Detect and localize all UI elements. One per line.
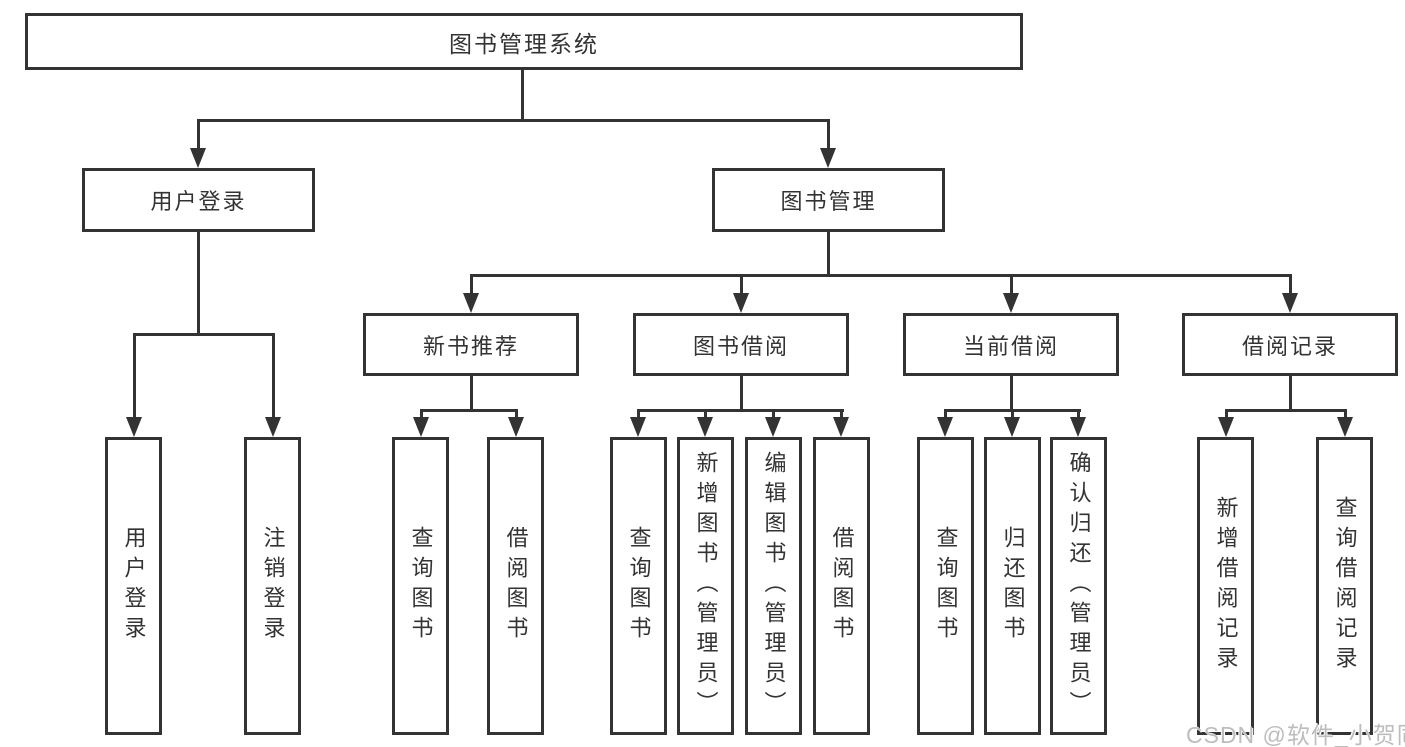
leaf-label: 查询图书 (626, 526, 652, 646)
leaf-return-books: 归还图书 (984, 437, 1041, 735)
connector-stem (772, 409, 775, 421)
node-label: 图书管理 (780, 189, 877, 214)
leaf-label: 借阅图书 (829, 526, 855, 646)
leaf-label: 查询图书 (408, 526, 434, 646)
leaf-label: 查询借阅记录 (1332, 496, 1358, 676)
connector-stem (470, 274, 473, 296)
leaf-add-book-admin: 新增图书（管理员） (677, 437, 734, 735)
leaf-logout-login: 注销登录 (244, 437, 301, 735)
arrowhead-icon (126, 417, 142, 437)
connector-stem (637, 409, 640, 421)
leaf-user-login: 用户登录 (105, 437, 162, 735)
arrowhead-icon (1282, 293, 1298, 313)
leaf-query-books-borrow: 查询图书 (610, 437, 667, 735)
connector-book-mgmt-bar (470, 274, 1292, 277)
leaf-label: 编辑图书（管理员） (761, 451, 787, 721)
connector-stem (1289, 274, 1292, 296)
leaf-label: 注销登录 (260, 526, 286, 646)
node-book-borrow: 图书借阅 (633, 313, 849, 376)
leaf-confirm-return-admin: 确认归还（管理员） (1050, 437, 1107, 735)
arrowhead-icon (190, 148, 206, 168)
connector-stem (515, 409, 518, 421)
node-root: 图书管理系统 (25, 13, 1023, 70)
csdn-watermark: CSDN @软件_小贺同学 (1186, 722, 1405, 747)
connector-root-bar (197, 119, 830, 122)
connector-current-stem (1010, 376, 1013, 412)
node-label: 新书推荐 (422, 333, 519, 359)
arrowhead-icon (820, 148, 836, 168)
connector-book-mgmt-stem (827, 232, 830, 277)
connector-user-login-bar (133, 333, 275, 336)
arrowhead-icon (1003, 293, 1019, 313)
connector-stem (840, 409, 843, 421)
leaf-label: 借阅图书 (503, 526, 529, 646)
connector-root-stem (521, 70, 524, 121)
node-book-management: 图书管理 (712, 168, 945, 232)
arrowhead-icon (833, 417, 849, 437)
leaf-query-borrow-record: 查询借阅记录 (1316, 437, 1373, 735)
arrowhead-icon (765, 417, 781, 437)
connector-stem (1011, 409, 1014, 421)
connector-stem (133, 333, 136, 419)
connector-stem (827, 119, 830, 150)
leaf-query-books-current: 查询图书 (917, 437, 974, 735)
leaf-label: 用户登录 (121, 526, 147, 646)
node-new-book-recommend: 新书推荐 (363, 313, 579, 376)
node-current-borrow: 当前借阅 (903, 313, 1119, 376)
arrowhead-icon (1337, 417, 1353, 437)
connector-stem (197, 119, 200, 150)
connector-stem (420, 409, 423, 421)
arrowhead-icon (1218, 417, 1234, 437)
node-user-login: 用户登录 (82, 168, 315, 232)
connector-borrow-stem (740, 376, 743, 412)
connector-records-bar (1225, 409, 1347, 412)
leaf-edit-book-admin: 编辑图书（管理员） (745, 437, 802, 735)
node-label: 用户登录 (150, 189, 247, 214)
connector-stem (1344, 409, 1347, 421)
arrowhead-icon (630, 417, 646, 437)
connector-borrow-bar (637, 409, 844, 412)
leaf-label: 新增借阅记录 (1213, 496, 1239, 676)
arrowhead-icon (733, 293, 749, 313)
node-label: 图书管理系统 (449, 30, 599, 57)
connector-recommend-stem (470, 376, 473, 412)
leaf-add-borrow-record: 新增借阅记录 (1197, 437, 1254, 735)
arrowhead-icon (463, 293, 479, 313)
arrowhead-icon (508, 417, 524, 437)
arrowhead-icon (413, 417, 429, 437)
arrowhead-icon (697, 417, 713, 437)
connector-stem (1010, 274, 1013, 296)
leaf-label: 新增图书（管理员） (693, 451, 719, 721)
connector-stem (704, 409, 707, 421)
connector-records-stem (1289, 376, 1292, 412)
leaf-query-books-recommend: 查询图书 (392, 437, 449, 735)
connector-stem (1077, 409, 1080, 421)
node-borrow-records: 借阅记录 (1182, 313, 1398, 376)
arrowhead-icon (1004, 417, 1020, 437)
leaf-borrow-books-recommend: 借阅图书 (487, 437, 544, 735)
node-label: 借阅记录 (1241, 333, 1338, 359)
connector-stem (944, 409, 947, 421)
leaf-borrow-books: 借阅图书 (813, 437, 870, 735)
node-label: 图书借阅 (692, 333, 789, 359)
connector-stem (1225, 409, 1228, 421)
leaf-label: 归还图书 (1000, 526, 1026, 646)
connector-stem (272, 333, 275, 419)
leaf-label: 查询图书 (933, 526, 959, 646)
connector-stem (740, 274, 743, 296)
arrowhead-icon (265, 417, 281, 437)
connector-recommend-bar (420, 409, 518, 412)
arrowhead-icon (937, 417, 953, 437)
node-label: 当前借阅 (962, 333, 1059, 359)
connector-user-login-stem (197, 232, 200, 336)
arrowhead-icon (1070, 417, 1086, 437)
leaf-label: 确认归还（管理员） (1066, 451, 1092, 721)
